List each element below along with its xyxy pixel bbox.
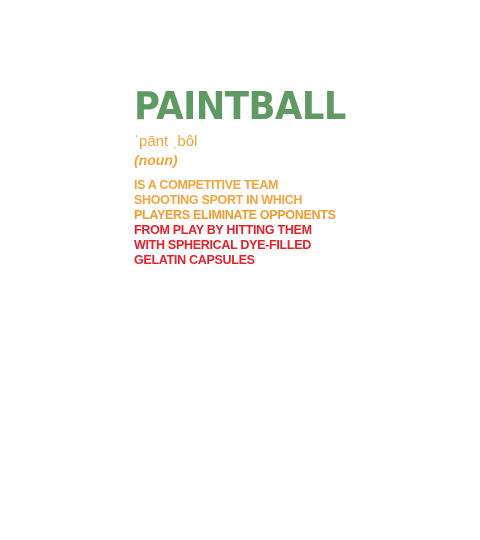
pronunciation-text: ˈpānt ˌbôl [134,133,198,150]
paintball-definition-graphic: PAINTBALL ˈpānt ˌbôl (noun) IS A COMPETI… [134,86,348,268]
definition-line-5: WITH SPHERICAL DYE-FILLED [134,238,311,252]
part-of-speech-text: (noun) [134,152,178,168]
graphic-title: PAINTBALL [134,84,346,128]
definition-line-4: FROM PLAY BY HITTING THEM [134,223,312,237]
definition-line-6: GELATIN CAPSULES [134,253,255,267]
definition-line-1: IS A COMPETITIVE TEAM [134,178,279,192]
definition-line-3: PLAYERS ELIMINATE OPPONENTS [134,208,336,222]
definition-line-2: SHOOTING SPORT IN WHICH [134,193,303,207]
definition-block: IS A COMPETITIVE TEAM SHOOTING SPORT IN … [134,178,348,268]
